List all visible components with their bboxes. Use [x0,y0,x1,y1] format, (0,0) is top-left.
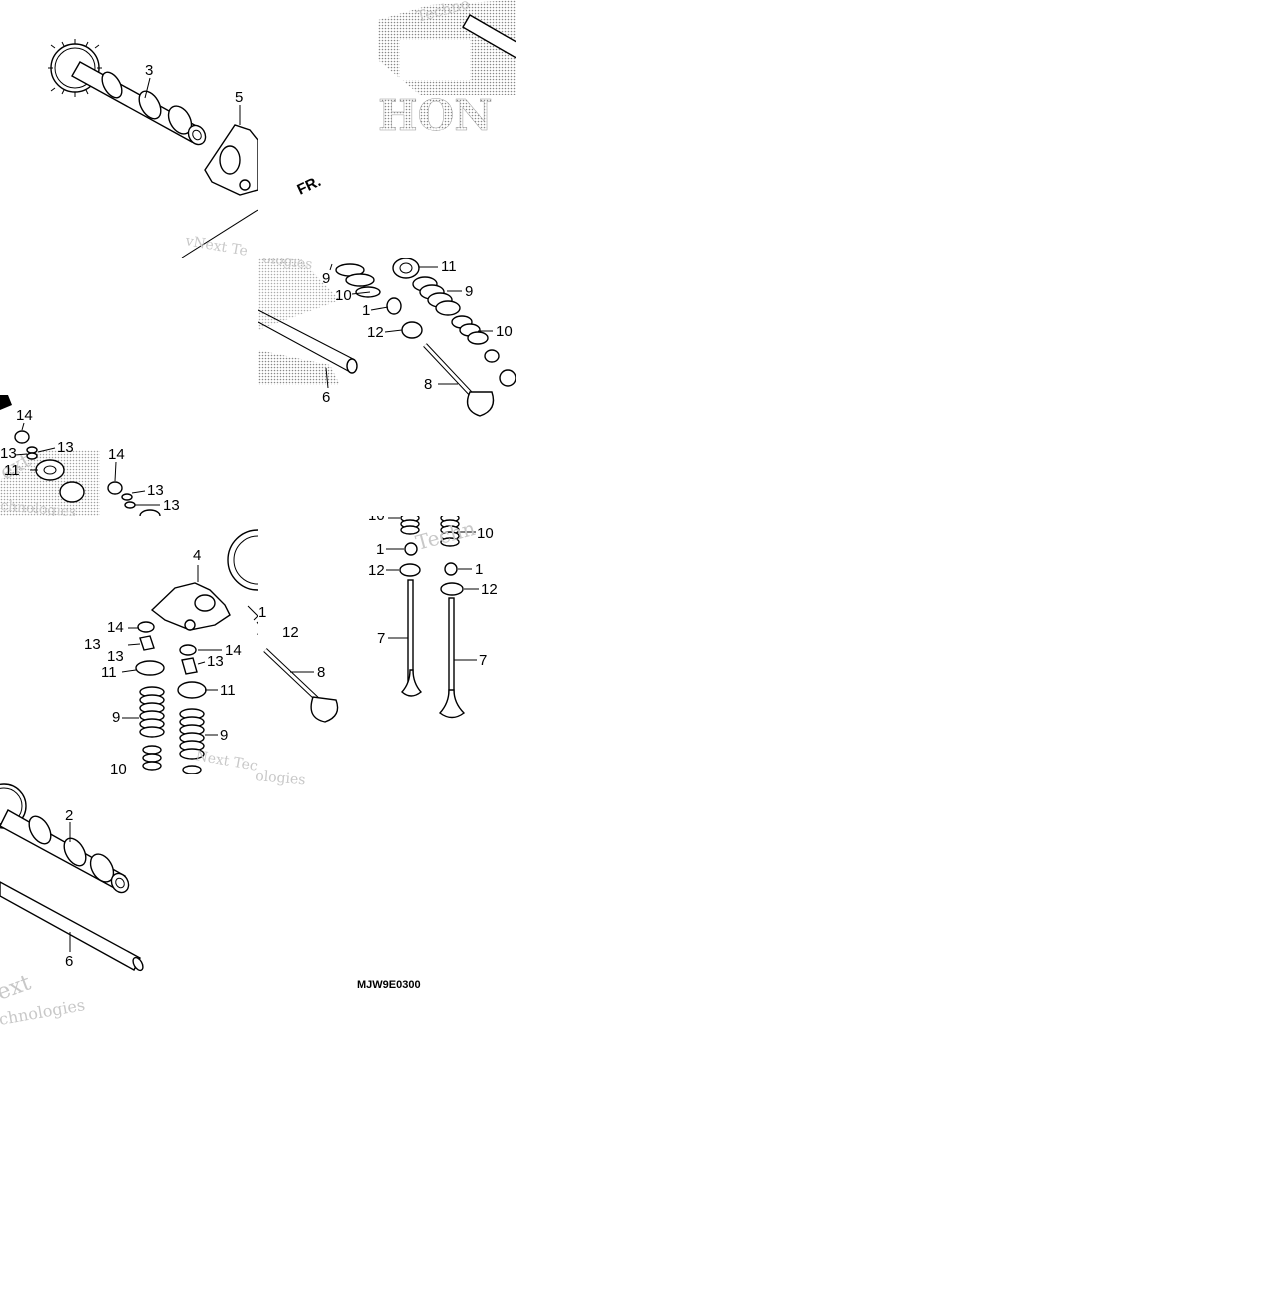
callout-13: 13 [0,445,17,462]
callout-2: 2 [65,807,73,824]
callout-7: 7 [479,652,487,669]
callout-14: 14 [225,642,242,659]
callout-12: 12 [367,324,384,341]
callout-10: 10 [496,323,513,340]
callout-7: 7 [377,630,385,647]
tile-exhaust-camshaft: ext chnologies 2 6 [0,783,144,1029]
tile-valve-mid-right: ologies 1 12 8 [255,604,339,788]
callout-10: 10 [477,525,494,542]
callout-13: 13 [84,636,101,653]
callout-6: 6 [322,389,330,406]
callout-14: 14 [107,619,124,636]
callout-9: 9 [112,709,120,726]
watermark: Next Tec [194,748,259,775]
callout-13: 13 [207,653,224,670]
callout-14: 14 [16,407,33,424]
valve-seal-icon [386,297,402,315]
valve-spring-icon [400,516,460,547]
tile-tappets-left: chnologies ext 14 13 13 11 14 13 13 [0,395,180,521]
watermark: ologies [255,768,306,788]
valve-icon [438,597,466,719]
valve-icon [401,579,423,697]
valve-spring-icon [412,276,489,345]
tile-valve-top: ologies 9 10 1 12 6 8 11 9 10 [258,258,516,417]
callout-13: 13 [163,497,180,514]
watermark: chnologies [0,498,77,521]
rocker-shaft-icon [0,881,144,972]
valve-spring-icon [335,263,381,298]
callout-6: 6 [65,953,73,970]
callout-10: 10 [110,761,127,778]
callout-9: 9 [322,270,330,287]
cam-gear-icon [227,529,258,591]
retainer-icon [401,321,423,339]
rocker-arm-icon [150,582,231,631]
spring-seat-icon [392,258,420,279]
tile-exhaust-valves: Techn 10 10 1 1 12 12 7 7 [368,507,498,719]
callout-3: 3 [145,62,153,79]
callout-11: 11 [220,682,236,699]
valve-spring-icon [179,708,205,774]
callout-13: 13 [107,648,124,665]
callout-1: 1 [362,302,370,319]
callout-12: 12 [368,562,385,579]
callout-1: 1 [475,561,483,578]
callout-13: 13 [147,482,164,499]
callout-11: 11 [4,462,20,479]
callout-9: 9 [220,727,228,744]
callout-10: 10 [335,287,352,304]
callout-5: 5 [235,89,243,106]
valve-icon [423,343,495,417]
brand-wordmark: HON [378,91,493,140]
callout-14: 14 [108,446,125,463]
watermark: ext [0,970,34,1005]
callout-11: 11 [101,664,117,681]
tile-brand: HON Techno FR. [295,0,516,199]
camshaft-icon [71,61,207,146]
callout-10: 10 [368,507,385,524]
callout-8: 8 [317,664,325,681]
valve-spring-icon [139,686,165,771]
callout-8: 8 [424,376,432,393]
rocker-arm-icon [204,124,258,196]
watermark: vNext Te [183,233,249,260]
callout-1: 1 [376,541,384,558]
callout-1: 1 [258,604,266,621]
callout-12: 12 [481,581,498,598]
callout-9: 9 [465,283,473,300]
tile-valve-train: Next Tec 4 14 13 13 11 14 13 11 9 9 10 [84,529,259,778]
callout-12: 12 [282,624,299,641]
diagram-code: MJW9E0300 [357,979,421,991]
callout-13: 13 [57,439,74,456]
tile-intake-camshaft: vNext Te 3 5 [48,39,258,260]
callout-4: 4 [193,547,201,564]
callout-11: 11 [441,258,457,275]
camshaft-icon [0,809,130,894]
direction-label: FR. [295,173,324,199]
